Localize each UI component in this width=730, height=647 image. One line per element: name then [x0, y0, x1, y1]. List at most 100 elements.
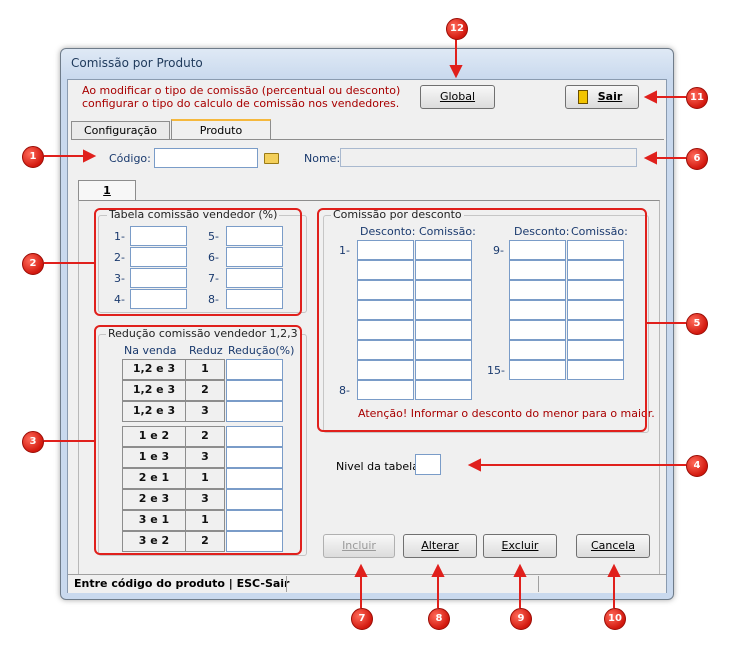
reducao-reduz-text: 3: [201, 404, 209, 417]
callout-9: 9: [510, 608, 532, 630]
callout-4: 4: [686, 455, 708, 477]
window-client-area: Ao modificar o tipo de comissão (percent…: [67, 79, 667, 593]
info-message-line-1: Ao modificar o tipo de comissão (percent…: [82, 84, 401, 97]
reducao-percent-input[interactable]: [226, 489, 283, 510]
callout-6: 6: [686, 148, 708, 170]
desconto-input[interactable]: [509, 360, 566, 380]
incluir-button[interactable]: Incluir: [323, 534, 395, 558]
reducao-title: Redução comissão vendedor 1,2,3: [106, 327, 300, 340]
comissao-input[interactable]: [567, 300, 624, 320]
comissao-input[interactable]: [567, 340, 624, 360]
tab-produto[interactable]: Produto: [171, 119, 271, 140]
highlight-box-2: [94, 208, 302, 316]
desconto-input[interactable]: [357, 280, 414, 300]
desconto-input[interactable]: [509, 320, 566, 340]
reducao-reduz-text: 3: [201, 450, 209, 463]
comissao-input[interactable]: [567, 240, 624, 260]
name-label: Nome:: [304, 152, 341, 165]
reducao-percent-input[interactable]: [226, 468, 283, 489]
tabela-comissao-input[interactable]: [226, 226, 283, 246]
desconto-input[interactable]: [357, 340, 414, 360]
reducao-venda-cell: 2 e 3: [122, 489, 186, 510]
tabela-comissao-input[interactable]: [130, 268, 187, 288]
highlight-box-5: [317, 208, 647, 432]
name-field: [340, 148, 637, 167]
desconto-input[interactable]: [509, 260, 566, 280]
reducao-percent-input[interactable]: [226, 447, 283, 468]
desconto-warning: Atenção! Informar o desconto do menor pa…: [358, 407, 655, 420]
desconto-row-label-first-left: 1-: [339, 244, 350, 257]
comissao-input[interactable]: [415, 340, 472, 360]
reducao-venda-cell: 1 e 3: [122, 447, 186, 468]
tabela-row-label: 7-: [208, 272, 219, 285]
comissao-input[interactable]: [567, 360, 624, 380]
comissao-header-right: Comissão:: [571, 225, 628, 238]
desconto-input[interactable]: [357, 380, 414, 400]
desconto-input[interactable]: [509, 280, 566, 300]
tabela-row-label: 4-: [114, 293, 125, 306]
alterar-button[interactable]: Alterar: [403, 534, 477, 558]
status-divider-2: [538, 576, 539, 592]
callout-10: 10: [604, 608, 626, 630]
desconto-input[interactable]: [357, 300, 414, 320]
comissao-input[interactable]: [415, 380, 472, 400]
reducao-reduz-text: 3: [201, 492, 209, 505]
reducao-percent-input[interactable]: [226, 401, 283, 422]
cancela-button[interactable]: Cancela: [576, 534, 650, 558]
comissao-input[interactable]: [567, 260, 624, 280]
reducao-venda-text: 3 e 1: [138, 513, 170, 526]
subtab-1[interactable]: 1: [78, 180, 136, 200]
code-input[interactable]: [154, 148, 258, 168]
tabela-comissao-input[interactable]: [130, 247, 187, 267]
global-button[interactable]: Global: [420, 85, 495, 109]
reducao-reduz-cell: 2: [185, 531, 225, 552]
reducao-percent-input[interactable]: [226, 359, 283, 380]
info-message-line-2: configurar o tipo do calculo de comissão…: [82, 97, 400, 110]
desconto-input[interactable]: [509, 340, 566, 360]
reducao-venda-cell: 3 e 2: [122, 531, 186, 552]
comissao-input[interactable]: [567, 280, 624, 300]
reducao-percent-input[interactable]: [226, 426, 283, 447]
desconto-input[interactable]: [357, 360, 414, 380]
desconto-input[interactable]: [357, 320, 414, 340]
desconto-input[interactable]: [509, 300, 566, 320]
highlight-box-3: [94, 325, 302, 555]
reducao-percent-input[interactable]: [226, 380, 283, 401]
comissao-input[interactable]: [567, 320, 624, 340]
tabela-row-label: 3-: [114, 272, 125, 285]
excluir-button[interactable]: Excluir: [483, 534, 557, 558]
tabela-comissao-input[interactable]: [130, 289, 187, 309]
desconto-input[interactable]: [509, 240, 566, 260]
tabela-comissao-input[interactable]: [226, 289, 283, 309]
desconto-input[interactable]: [357, 260, 414, 280]
reducao-percent-input[interactable]: [226, 531, 283, 552]
comissao-input[interactable]: [415, 280, 472, 300]
reducao-reduz-text: 2: [201, 534, 209, 547]
comissao-input[interactable]: [415, 360, 472, 380]
status-bar: Entre código do produto | ESC-Sair: [68, 574, 666, 593]
tabela-row-label: 6-: [208, 251, 219, 264]
comissao-desconto-title: Comissão por desconto: [331, 208, 464, 221]
exit-button[interactable]: Sair: [565, 85, 639, 109]
comissao-input[interactable]: [415, 240, 472, 260]
comissao-input[interactable]: [415, 260, 472, 280]
tabela-comissao-input[interactable]: [226, 247, 283, 267]
nivel-label: Nivel da tabela:: [336, 460, 423, 473]
reducao-percent-input[interactable]: [226, 510, 283, 531]
tabela-comissao-input[interactable]: [226, 268, 283, 288]
desconto-header-left: Desconto:: [360, 225, 416, 238]
comissao-input[interactable]: [415, 320, 472, 340]
comissao-header-left: Comissão:: [419, 225, 476, 238]
callout-2: 2: [22, 253, 44, 275]
comissao-input[interactable]: [415, 300, 472, 320]
nivel-input[interactable]: [415, 454, 441, 475]
tab-configuracao[interactable]: Configuração: [71, 121, 170, 139]
tabela-comissao-input[interactable]: [130, 226, 187, 246]
open-folder-icon[interactable]: [264, 153, 279, 164]
desconto-input[interactable]: [357, 240, 414, 260]
reducao-venda-cell: 1,2 e 3: [122, 401, 186, 422]
reducao-reduz-cell: 2: [185, 426, 225, 447]
reducao-venda-text: 2 e 3: [138, 492, 170, 505]
reducao-venda-cell: 3 e 1: [122, 510, 186, 531]
